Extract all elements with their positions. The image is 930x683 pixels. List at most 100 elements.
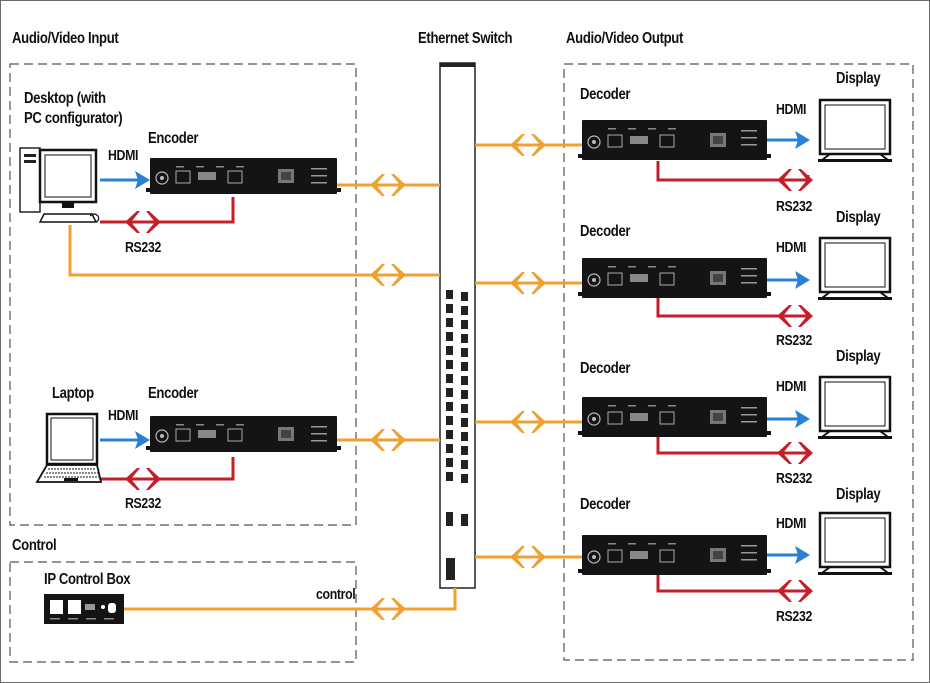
switch-port xyxy=(461,306,468,315)
ip-control-box-label: IP Control Box xyxy=(44,571,131,588)
av-input-group xyxy=(9,63,357,526)
switch-port xyxy=(461,362,468,371)
switch-port xyxy=(446,402,453,411)
ethernet-arrow xyxy=(370,429,406,451)
ethernet-arrow xyxy=(510,546,546,568)
display-4-label: Display xyxy=(836,486,881,503)
switch-port xyxy=(446,346,453,355)
ethernet-arrow xyxy=(510,134,546,156)
control-group xyxy=(9,561,357,663)
hdmi-label-decoder-1: HDMI xyxy=(776,101,807,118)
decoder-3-label: Decoder xyxy=(580,360,631,377)
decoder-1 xyxy=(578,120,771,160)
switch-port xyxy=(446,304,453,313)
rs232-arrow xyxy=(777,580,813,602)
display-3-monitor xyxy=(818,375,892,439)
switch-port xyxy=(461,474,468,483)
desktop-label-line1: Desktop (with xyxy=(24,90,106,107)
switch-port xyxy=(446,416,453,425)
switch-sfp-port xyxy=(461,514,468,526)
switch-port xyxy=(461,292,468,301)
decoder-4-label: Decoder xyxy=(580,496,631,513)
hdmi-label-decoder-4: HDMI xyxy=(776,515,807,532)
encoder-1 xyxy=(146,158,341,194)
switch-port xyxy=(461,404,468,413)
desktop-label-line2: PC configurator) xyxy=(24,110,123,127)
hdmi-label-decoder-3: HDMI xyxy=(776,378,807,395)
display-3-label: Display xyxy=(836,348,881,365)
decoder-4 xyxy=(578,535,771,575)
display-2-monitor xyxy=(818,236,892,300)
control-link-label: control xyxy=(316,586,356,603)
switch-port xyxy=(461,418,468,427)
rs232-label-decoder-2: RS232 xyxy=(776,332,812,349)
rs232-label-decoder-4: RS232 xyxy=(776,608,812,625)
switch-port xyxy=(446,374,453,383)
control-title: Control xyxy=(12,537,57,554)
switch-port xyxy=(461,390,468,399)
switch-port xyxy=(446,430,453,439)
ethernet-arrow xyxy=(370,598,406,620)
ethernet-switch-title: Ethernet Switch xyxy=(418,30,513,47)
hdmi-links xyxy=(100,131,810,564)
rs232-label-encoder-2: RS232 xyxy=(125,495,161,512)
switch-port xyxy=(446,388,453,397)
switch-port xyxy=(446,458,453,467)
switch-port xyxy=(446,472,453,481)
switch-port xyxy=(461,320,468,329)
rs232-label-decoder-3: RS232 xyxy=(776,470,812,487)
rs232-label-decoder-1: RS232 xyxy=(776,198,812,215)
rs232-arrow xyxy=(777,169,813,191)
devices xyxy=(19,98,892,624)
display-2-label: Display xyxy=(836,209,881,226)
ethernet-link-control xyxy=(124,588,457,611)
ip-control-box-device xyxy=(44,594,124,624)
av-output-group xyxy=(563,63,914,661)
switch-port xyxy=(446,318,453,327)
decoder-2-label: Decoder xyxy=(580,223,631,240)
switch-power-port xyxy=(446,558,455,580)
ethernet-bidirectional-arrows xyxy=(370,134,546,620)
ethernet-arrow xyxy=(370,174,406,196)
switch-port xyxy=(446,360,453,369)
decoder-3 xyxy=(578,397,771,437)
ethernet-arrow xyxy=(510,272,546,294)
ethernet-arrow xyxy=(370,264,406,286)
hdmi-label-encoder-2: HDMI xyxy=(108,407,139,424)
ethernet-arrow xyxy=(510,411,546,433)
rs232-arrow xyxy=(777,442,813,464)
rs232-arrow xyxy=(125,211,161,233)
switch-port xyxy=(446,290,453,299)
switch-port xyxy=(461,460,468,469)
display-1-monitor xyxy=(818,98,892,162)
laptop-computer xyxy=(35,412,103,483)
switch-port xyxy=(461,376,468,385)
ethernet-links xyxy=(68,143,582,611)
laptop-label: Laptop xyxy=(52,385,94,402)
hdmi-label-decoder-2: HDMI xyxy=(776,239,807,256)
decoder-1-label: Decoder xyxy=(580,86,631,103)
switch-port xyxy=(461,446,468,455)
display-1-label: Display xyxy=(836,70,881,87)
rs232-arrow xyxy=(777,305,813,327)
rs232-arrow xyxy=(125,468,161,490)
rs232-label-encoder-1: RS232 xyxy=(125,239,161,256)
switch-port xyxy=(461,348,468,357)
switch-port xyxy=(446,332,453,341)
ethernet-link-desktop xyxy=(68,225,440,277)
desktop-computer xyxy=(19,147,100,223)
av-input-title: Audio/Video Input xyxy=(12,30,119,47)
hdmi-label-encoder-1: HDMI xyxy=(108,147,139,164)
encoder-2-label: Encoder xyxy=(148,385,199,402)
encoder-2 xyxy=(146,416,341,452)
rs232-bidirectional-arrows xyxy=(125,169,813,602)
av-output-title: Audio/Video Output xyxy=(566,30,684,47)
switch-port xyxy=(461,432,468,441)
switch-ports xyxy=(446,290,468,580)
switch-port xyxy=(461,334,468,343)
display-4-monitor xyxy=(818,511,892,575)
encoder-1-label: Encoder xyxy=(148,130,199,147)
decoder-2 xyxy=(578,258,771,298)
switch-port xyxy=(446,444,453,453)
